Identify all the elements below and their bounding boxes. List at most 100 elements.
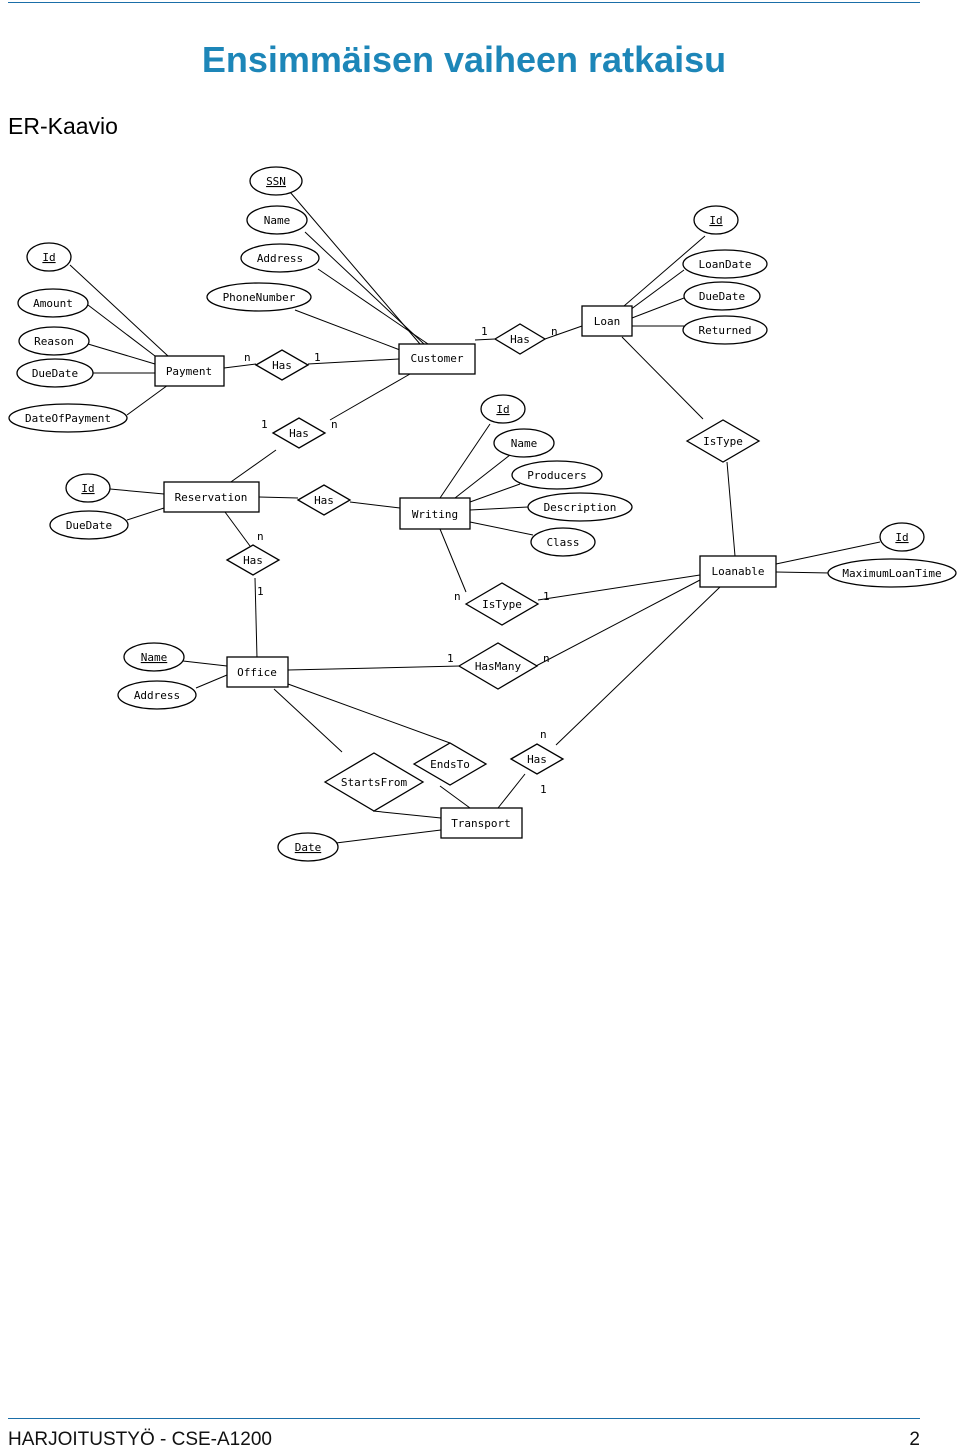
cardinality-label: 1 [543,590,550,603]
attribute-phonenumber [206,282,312,312]
line [289,191,421,345]
attribute-label: Producers [527,469,587,482]
attribute-address [240,243,320,273]
entity-customer [398,343,476,375]
cardinality-label: n [543,652,550,665]
attribute-label: Reason [34,335,74,348]
line [69,264,169,357]
line [469,506,529,511]
relationship-has [254,349,310,381]
attribute-name [246,205,308,235]
attribute-label: MaximumLoanTime [842,567,941,580]
relationship-label: Has [314,494,334,507]
attribute-label: SSN [266,175,286,188]
connection-lines [69,191,881,844]
attribute-label: Class [546,536,579,549]
entity-label: Payment [166,365,212,378]
line [474,338,496,341]
entity-payment [154,355,225,387]
relationship-label: IsType [703,435,743,448]
entity-label: Reservation [175,491,248,504]
line [775,571,831,574]
cardinality-label: 1 [257,585,264,598]
attribute-label: Id [895,531,908,544]
attribute-label: Address [257,252,303,265]
line [439,528,467,593]
line [109,488,165,495]
attribute-amount [17,288,89,318]
cardinality-label: n [257,530,264,543]
line [287,683,451,744]
relationship-hasmany [457,642,539,690]
page-title: Ensimmäisen vaiheen ratkaisu [201,39,727,80]
relationship-istype [685,419,761,463]
cardinality-label: 1 [261,418,268,431]
attribute-label: Id [709,214,722,227]
entity-label: Writing [412,508,458,521]
relationship-istype [464,582,540,626]
attribute-address [117,680,197,710]
relationship-label: Has [527,753,547,766]
line [304,231,425,345]
line [623,235,706,307]
entity-label: Transport [451,817,511,830]
entity-label: Loan [594,315,621,328]
attribute-label: Description [544,501,617,514]
attribute-label: Date [295,841,322,854]
footer-text: HARJOITUSTYÖ - CSE-A1200 [8,1429,272,1450]
attribute-loandate [682,249,768,279]
line [294,309,401,351]
cardinality-label: n [551,325,558,338]
relationship-has [509,743,565,775]
line [273,688,343,753]
attribute-name [123,642,185,672]
relationship-startsfrom [323,752,425,812]
relationship-has [225,544,281,576]
line [555,586,721,746]
line [439,423,491,499]
cardinality-label: 1 [447,652,454,665]
relationship-endsto [412,742,488,786]
line [126,507,165,521]
relationship-label: Has [289,427,309,440]
line [87,343,156,365]
line [317,268,429,345]
attribute-label: Name [141,651,168,664]
line [195,674,228,689]
attribute-maximumloantime [827,558,957,588]
line [223,363,257,369]
attribute-id [26,242,72,272]
relationship-label: HasMany [475,660,522,673]
relationship-label: Has [510,333,530,346]
attribute-duedate [683,281,761,311]
attribute-label: Amount [33,297,73,310]
attribute-reason [18,326,90,356]
entity-loanable [699,555,777,588]
relationship-label: StartsFrom [341,776,408,789]
line [535,579,701,667]
relationship-label: Has [243,554,263,567]
line [287,665,461,671]
page-number: 2 [909,1429,920,1450]
line [439,785,471,809]
line [775,541,881,565]
attribute-returned [682,315,768,345]
attribute-duedate [16,358,94,388]
cardinality-label: n [540,728,547,741]
entity-transport [440,807,523,839]
entity-office [226,656,289,688]
attribute-label: DueDate [32,367,78,380]
relationship-has [296,484,352,516]
line [726,461,736,557]
attribute-id [480,394,526,424]
line [258,496,299,499]
entity-label: Office [237,666,277,679]
line [469,521,534,536]
top-rule [8,2,920,3]
bottom-rule [8,1418,920,1419]
attribute-producers [511,460,603,490]
attribute-date [277,832,339,862]
attribute-ssn [249,166,303,196]
attribute-label: Id [496,403,509,416]
